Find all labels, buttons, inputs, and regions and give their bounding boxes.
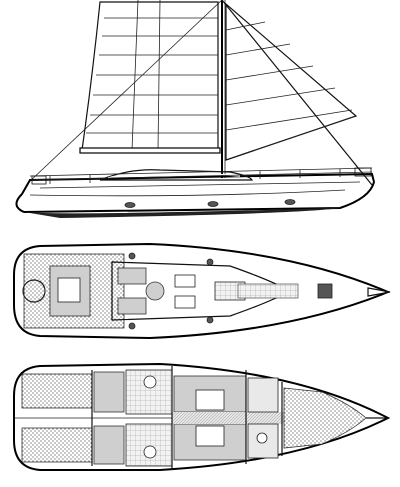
saloon-table	[195, 389, 225, 411]
deck-plan-view	[13, 242, 391, 340]
jib	[225, 2, 358, 161]
helm-wheel	[22, 279, 46, 303]
mainsail	[79, 0, 221, 154]
fore-cabin	[283, 387, 367, 449]
hull-port-2	[207, 201, 219, 207]
boom	[79, 147, 221, 154]
accommodation-plan-view	[13, 362, 391, 471]
fore-hatch	[317, 283, 333, 299]
hull-port-3	[284, 199, 296, 205]
backstay	[27, 0, 223, 184]
hull-port-1	[124, 202, 136, 208]
hull-profile	[15, 167, 376, 218]
aft-cabin-starboard	[21, 427, 93, 463]
forestay	[221, 0, 373, 186]
aft-cabin-port	[21, 373, 93, 409]
sail-plan-view	[15, 0, 376, 218]
